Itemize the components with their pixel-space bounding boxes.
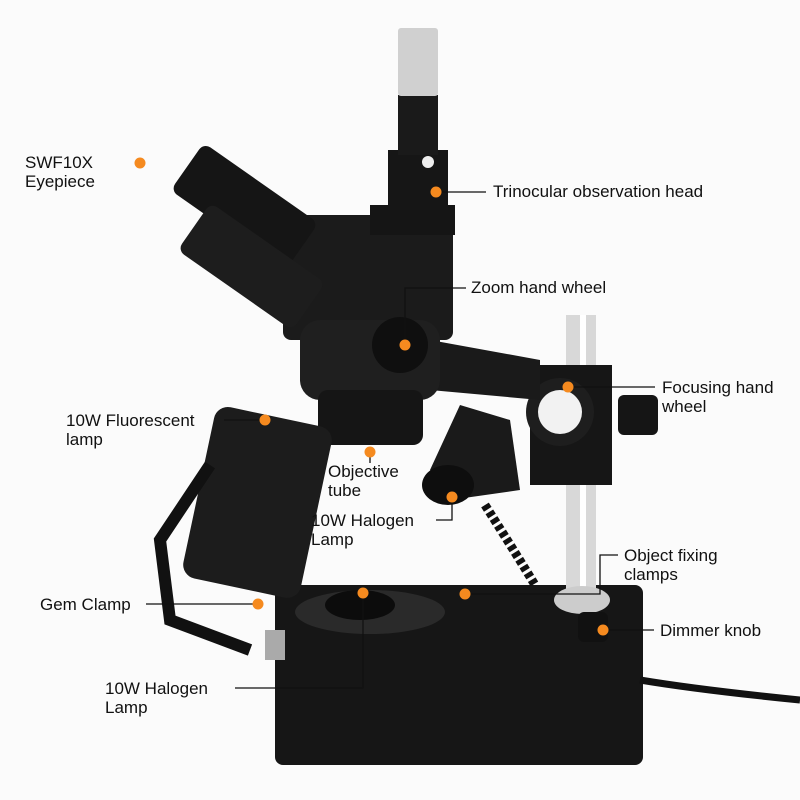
eyepiece-right [180, 205, 323, 328]
label-gem-clamp: Gem Clamp [40, 595, 131, 614]
label-line: 10W Halogen [311, 511, 415, 530]
observation-head [283, 215, 453, 340]
label-line: 10W Fluorescent [66, 411, 195, 430]
camera-port [398, 28, 438, 96]
label-line: wheel [662, 397, 707, 416]
label-line: Focusing hand [662, 378, 774, 397]
label-line: SWF10X [25, 153, 94, 172]
label-trinocular: Trinocular observation head [493, 182, 704, 201]
leader-lines [146, 191, 655, 689]
eyepiece-left [173, 145, 316, 268]
marker-dots [134, 157, 609, 636]
label-line: Eyepiece [25, 172, 95, 191]
label-line: Object fixing [624, 546, 718, 565]
label-line: tube [328, 481, 362, 500]
label-line: clamps [624, 565, 678, 584]
label-line: Objective [328, 462, 399, 481]
label-line: 10W Halogen [105, 679, 209, 698]
lamp-arm [153, 461, 253, 656]
label-line: Lamp [105, 698, 148, 717]
label-dimmer-knob: Dimmer knob [660, 621, 762, 640]
fluorescent-lamp [183, 406, 332, 598]
label-line: Lamp [311, 530, 354, 549]
label-line: lamp [66, 430, 103, 449]
power-cord [639, 676, 800, 704]
label-zoom-wheel: Zoom hand wheel [471, 278, 607, 297]
